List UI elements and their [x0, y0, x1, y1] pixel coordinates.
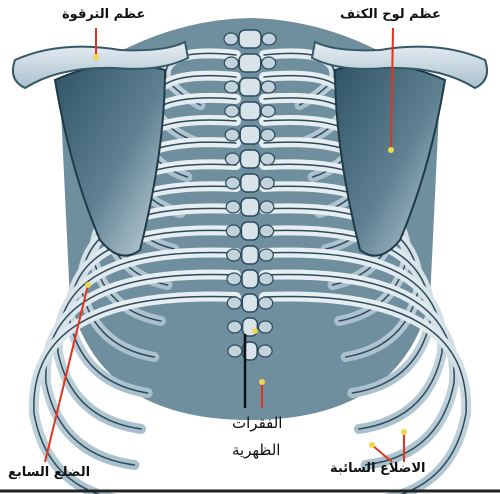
vertebra-marker-a [252, 328, 258, 334]
transverse-process [262, 33, 276, 45]
label-vertebrae-line2: الظهرية [232, 442, 280, 459]
transverse-process [227, 297, 241, 309]
vertebra [241, 150, 260, 168]
label-vertebrae-line1: الفقرات [232, 415, 282, 432]
vertebra [240, 78, 261, 96]
transverse-process [226, 201, 240, 213]
vertebra [242, 270, 258, 288]
transverse-process [258, 345, 272, 357]
scapula-marker [388, 147, 394, 153]
vertebra [240, 102, 260, 120]
floating-rib-marker-a [369, 442, 375, 448]
vertebra-marker-b [259, 379, 265, 385]
transverse-process [226, 225, 240, 237]
transverse-process [227, 273, 241, 285]
transverse-process [225, 81, 239, 93]
transverse-process [261, 81, 275, 93]
transverse-process [226, 153, 240, 165]
transverse-process [262, 57, 276, 69]
transverse-process [228, 345, 242, 357]
vertebra [239, 30, 261, 48]
transverse-process [261, 129, 275, 141]
transverse-process [259, 297, 273, 309]
transverse-process [224, 33, 238, 45]
transverse-process [225, 105, 239, 117]
transverse-process [227, 249, 241, 261]
transverse-process [225, 129, 239, 141]
transverse-process [260, 201, 274, 213]
floating-rib-marker-b [401, 429, 407, 435]
rib-marker [85, 282, 91, 288]
vertebra [241, 174, 259, 192]
transverse-process [258, 321, 272, 333]
transverse-process [259, 273, 273, 285]
vertebra [240, 126, 260, 144]
transverse-process [261, 153, 275, 165]
clavicle-marker [93, 54, 99, 60]
label-seventh-rib: الضلع السابع [8, 466, 90, 481]
vertebra [241, 198, 259, 216]
vertebra [239, 54, 260, 72]
transverse-process [224, 57, 238, 69]
label-scapula: عظم لوح الكتف [340, 8, 441, 23]
vertebra [241, 222, 258, 240]
vertebra [242, 294, 257, 312]
label-clavicle: عظم الترقوة [62, 8, 145, 23]
transverse-process [259, 249, 273, 261]
label-floating-ribs: الاضلاع السائبة [330, 462, 426, 477]
transverse-process [226, 177, 240, 189]
transverse-process [260, 225, 274, 237]
transverse-process [261, 105, 275, 117]
transverse-process [260, 177, 274, 189]
vertebra [242, 246, 259, 264]
transverse-process [228, 321, 242, 333]
